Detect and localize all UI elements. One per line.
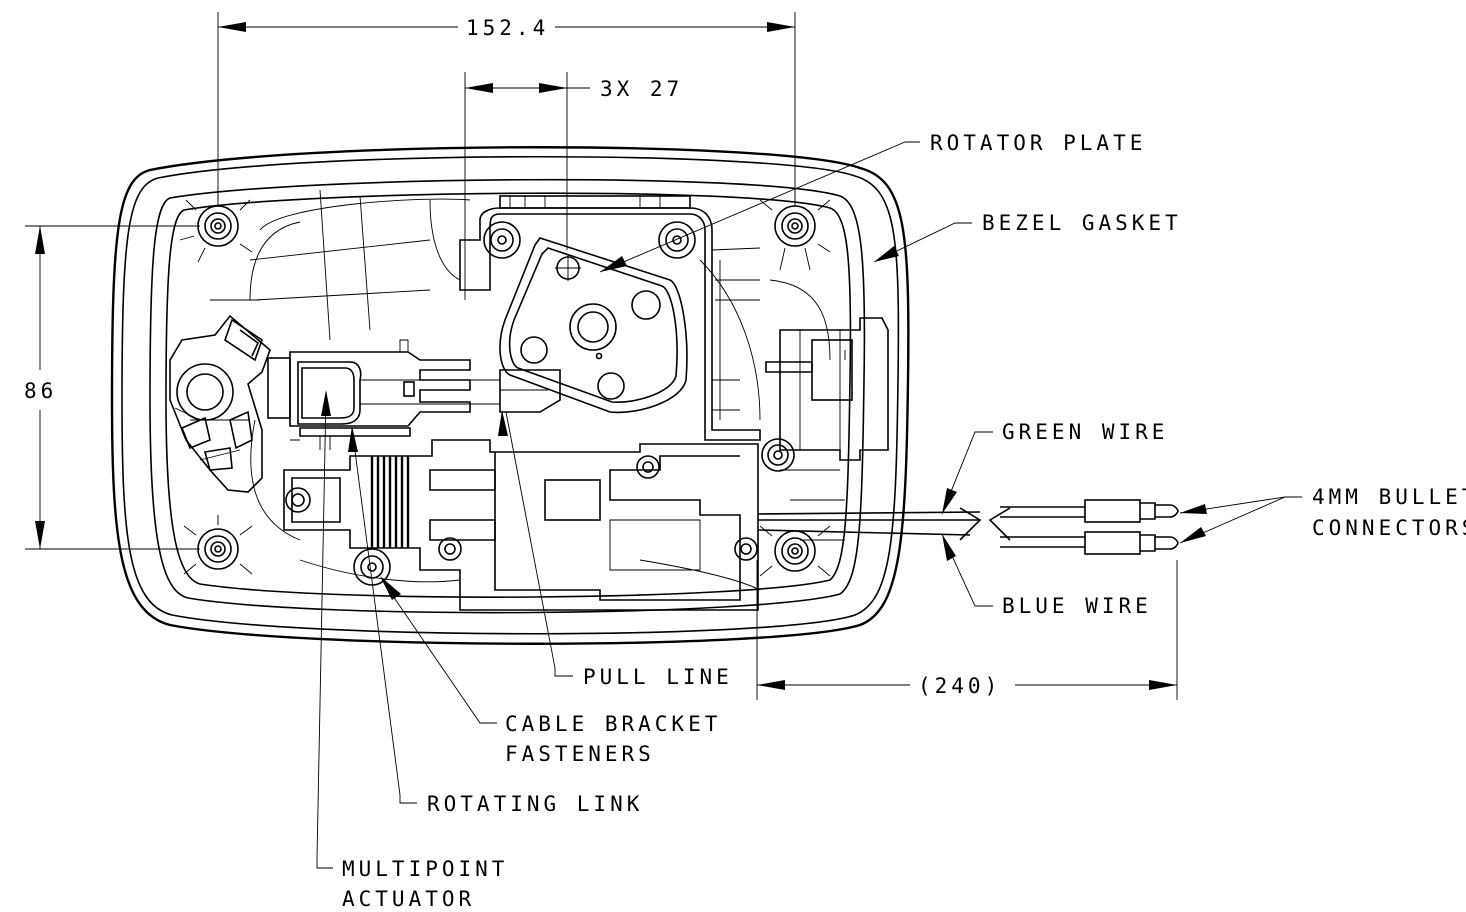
bullet-connector-bottom [1084, 531, 1179, 555]
rotator-plate-label: ROTATOR PLATE [930, 131, 1146, 155]
bezel-housing [110, 146, 910, 645]
mounting-nut-mid-right [761, 438, 795, 472]
cable-bracket-label-line1: CABLE BRACKET [505, 712, 721, 736]
cable-bracket-label-line2: FASTENERS [505, 742, 655, 766]
dimension-width: 152.4 [217, 12, 796, 206]
multipoint-label-line1: MULTIPOINT [342, 857, 508, 881]
harness-clip [765, 317, 889, 461]
pull-line-block [499, 369, 561, 413]
bezel-gasket [165, 192, 852, 598]
callout-rotator-plate: ROTATOR PLATE [599, 131, 1146, 273]
callout-multipoint-actuator: MULTIPOINT ACTUATOR [316, 390, 508, 911]
callout-green-wire: GREEN WIRE [941, 420, 1168, 515]
callout-bezel-gasket: BEZEL GASKET [873, 211, 1182, 263]
dimension-wire-length: (240) [756, 560, 1178, 700]
bezel-gasket-label: BEZEL GASKET [982, 211, 1182, 235]
multipoint-actuator [169, 314, 271, 493]
blue-wire-label: BLUE WIRE [1002, 594, 1152, 618]
internal-contours [190, 189, 845, 591]
dimension-wire-length-label: (240) [918, 674, 1001, 698]
dimension-height: 86 [24, 225, 200, 550]
dimension-hole-spacing: 3X 27 [464, 72, 683, 300]
dimension-width-label: 152.4 [466, 16, 549, 40]
dimension-height-label: 86 [24, 379, 57, 403]
wire-harness [757, 506, 1085, 548]
callout-bullet-connectors: 4MM BULLET CONNECTORS [1179, 485, 1466, 544]
pull-line-label: PULL LINE [583, 665, 733, 689]
bullet-connectors-label-line2: CONNECTORS [1312, 516, 1466, 540]
mounting-nut-bottom-right [759, 525, 831, 577]
callout-cable-bracket-fasteners: CABLE BRACKET FASTENERS [380, 576, 721, 766]
callout-pull-line: PULL LINE [498, 410, 733, 689]
multipoint-label-line2: ACTUATOR [342, 887, 475, 911]
callout-blue-wire: BLUE WIRE [941, 533, 1152, 618]
rotating-link-label: ROTATING LINK [427, 792, 643, 816]
rotating-link [267, 339, 500, 450]
rotator-plate [499, 237, 688, 414]
mounting-nut-bottom-left [183, 515, 253, 575]
dimension-hole-spacing-label: 3X 27 [600, 77, 683, 101]
bullet-connectors-label-line1: 4MM BULLET [1312, 485, 1466, 509]
bullet-connector-top [1084, 499, 1179, 523]
callout-rotating-link: ROTATING LINK [348, 426, 643, 816]
cable-bracket [283, 439, 759, 611]
green-wire-label: GREEN WIRE [1002, 420, 1168, 444]
